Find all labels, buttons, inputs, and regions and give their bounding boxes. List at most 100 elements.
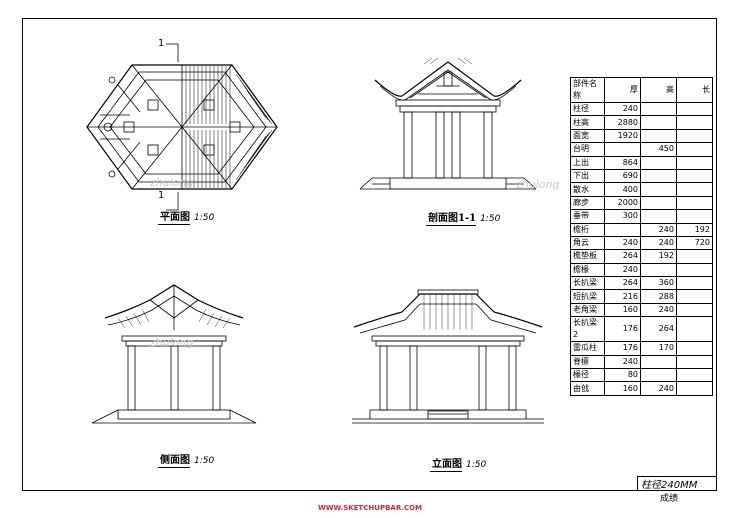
spec-table-row-cell-2 bbox=[640, 128, 677, 144]
side-view bbox=[91, 284, 257, 424]
spec-table-row-cell-3 bbox=[676, 276, 713, 291]
watermark-3: zhulong bbox=[150, 336, 194, 349]
front-label: 立面图 1:50 bbox=[432, 455, 486, 470]
spec-table-row-cell-2: 240 bbox=[640, 381, 677, 396]
section-label-name: 剖面图1-1 bbox=[428, 213, 477, 224]
section-mark-bottom: 1 bbox=[158, 190, 165, 201]
spec-table-row-cell-2 bbox=[640, 209, 677, 224]
spec-table-row-cell-1: 160 bbox=[604, 381, 641, 396]
spec-table-row-cell-0: 廊步 bbox=[570, 195, 605, 211]
spec-table-row-cell-3 bbox=[676, 262, 713, 278]
section-label-scale: 1:50 bbox=[480, 214, 501, 224]
spec-table-row-cell-2: 240 bbox=[640, 302, 677, 318]
plan-label-scale: 1:50 bbox=[194, 213, 215, 223]
spec-table-row-cell-3 bbox=[676, 381, 713, 396]
front-label-scale: 1:50 bbox=[466, 460, 487, 470]
spec-table-row-cell-2: 450 bbox=[640, 142, 677, 157]
title-block-grade: 成绩 bbox=[660, 494, 679, 504]
spec-table-row-cell-1: 300 bbox=[604, 209, 641, 224]
spec-table-row-cell-1: 264 bbox=[604, 249, 641, 264]
spec-table-row-cell-3 bbox=[676, 182, 713, 197]
spec-table-row-cell-3 bbox=[676, 195, 713, 211]
spec-table-row-cell-1: 2000 bbox=[604, 195, 641, 211]
spec-table-row-cell-3 bbox=[676, 249, 713, 264]
spec-table-row-cell-3 bbox=[676, 368, 713, 383]
spec-table-row-cell-3 bbox=[676, 209, 713, 224]
spec-table-row-cell-1: 400 bbox=[604, 182, 641, 197]
spec-table-row-cell-1: 240 bbox=[604, 235, 641, 251]
spec-table-row-cell-0: 面宽 bbox=[570, 128, 605, 144]
plan-label-underline bbox=[158, 224, 190, 225]
spec-table-row-cell-0: 檐垫板 bbox=[570, 249, 605, 264]
spec-table-row-cell-3 bbox=[676, 101, 713, 117]
spec-table-row-cell-3: 720 bbox=[676, 235, 713, 251]
spec-table-row-cell-1: 690 bbox=[604, 168, 641, 184]
section-label-underline bbox=[426, 225, 476, 226]
spec-table-row-cell-2 bbox=[640, 368, 677, 383]
section-mark-top: 1 bbox=[158, 38, 165, 49]
spec-table-row-cell-1 bbox=[604, 222, 641, 237]
spec-table-row-cell-0: 檐椽 bbox=[570, 262, 605, 278]
spec-table-row-cell-1: 240 bbox=[604, 101, 641, 117]
front-label-name: 立面图 bbox=[432, 459, 462, 470]
spec-table-row-cell-3 bbox=[676, 341, 713, 356]
spec-table-row-cell-2 bbox=[640, 262, 677, 278]
footer-watermark: WWW.SKETCHUPBAR.COM bbox=[318, 504, 423, 512]
spec-table-row-cell-1: 864 bbox=[604, 155, 641, 170]
spec-table-row-cell-3: 192 bbox=[676, 222, 713, 237]
spec-table-row-cell-2: 264 bbox=[640, 316, 677, 343]
spec-table-row-cell-0: 柱径 bbox=[570, 101, 605, 117]
watermark-1: zhulong bbox=[150, 176, 194, 189]
spec-table-row-cell-2: 288 bbox=[640, 289, 677, 304]
spec-table-row-cell-2 bbox=[640, 115, 677, 130]
spec-table-row-cell-2 bbox=[640, 195, 677, 211]
spec-table-row-cell-3 bbox=[676, 168, 713, 184]
title-block bbox=[637, 476, 717, 491]
spec-table-row-cell-3 bbox=[676, 128, 713, 144]
spec-table-row-cell-0: 老角梁 bbox=[570, 302, 605, 318]
spec-table-row-cell-2 bbox=[640, 155, 677, 170]
side-label-scale: 1:50 bbox=[194, 456, 215, 466]
drawing-border bbox=[22, 18, 717, 491]
spec-table-row-cell-0: 脊檩 bbox=[570, 354, 605, 370]
spec-table-row-cell-2 bbox=[640, 182, 677, 197]
front-label-underline bbox=[430, 471, 462, 472]
spec-table-row-cell-0: 由戗 bbox=[570, 381, 605, 396]
plan-view bbox=[86, 43, 278, 211]
spec-table-row-cell-1: 160 bbox=[604, 302, 641, 318]
spec-table-row-cell-2: 240 bbox=[640, 235, 677, 251]
title-block-column: 柱径240MM bbox=[641, 480, 698, 491]
spec-table-row-cell-3 bbox=[676, 142, 713, 157]
spec-table-row-cell-0: 角云 bbox=[570, 235, 605, 251]
spec-table-row-cell-0: 长扒梁2 bbox=[570, 316, 605, 343]
spec-table-row-cell-2 bbox=[640, 354, 677, 370]
spec-table-header-cell-0: 部件名称 bbox=[570, 77, 605, 103]
spec-table-row-cell-0: 椽径 bbox=[570, 368, 605, 383]
spec-table-row-cell-1: 216 bbox=[604, 289, 641, 304]
spec-table-row-cell-3 bbox=[676, 354, 713, 370]
side-label-underline bbox=[158, 467, 190, 468]
front-view bbox=[352, 289, 544, 424]
spec-table-row-cell-0: 散水 bbox=[570, 182, 605, 197]
spec-table-row-cell-1: 80 bbox=[604, 368, 641, 383]
spec-table-row-cell-0: 上出 bbox=[570, 155, 605, 170]
spec-table-row-cell-1: 176 bbox=[604, 316, 641, 343]
spec-table-row-cell-2 bbox=[640, 168, 677, 184]
